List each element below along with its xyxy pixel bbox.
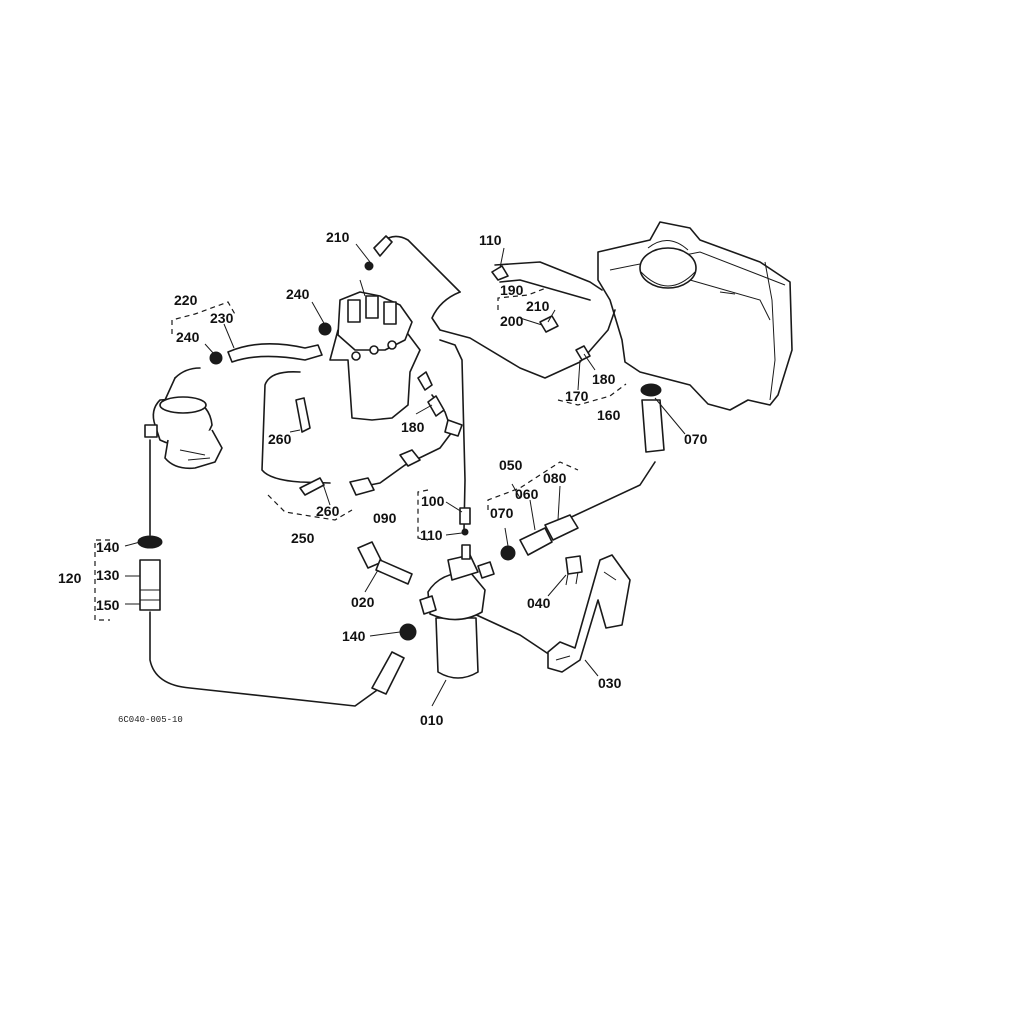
injection-pump: [329, 279, 421, 421]
callout-220: 220: [174, 292, 198, 308]
fuel-lines: [149, 235, 656, 707]
callout-180-left: 180: [401, 419, 425, 435]
callout-100: 100: [421, 493, 445, 509]
group-brackets: [94, 287, 627, 621]
callout-180-right: 180: [592, 371, 616, 387]
callout-140-upper: 140: [96, 539, 120, 555]
callout-260-lower: 260: [316, 503, 340, 519]
fuel-filter: [419, 544, 495, 679]
leader-lines: [124, 243, 686, 707]
fuel-feed-pump: [144, 396, 223, 470]
callout-190: 190: [500, 282, 524, 298]
callout-150: 150: [96, 597, 120, 613]
callout-020: 020: [351, 594, 375, 610]
callout-230: 230: [210, 310, 234, 326]
callout-090: 090: [373, 510, 397, 526]
callout-070-upper: 070: [684, 431, 708, 447]
callout-210-top: 210: [326, 229, 350, 245]
hose-clip: [318, 322, 332, 336]
callout-070-lower: 070: [490, 505, 514, 521]
callout-130: 130: [96, 567, 120, 583]
hose-clip: [209, 351, 223, 365]
callout-060: 060: [515, 486, 539, 502]
callout-labels: 010 020 030 040 050 060 070 070 080 090 …: [58, 229, 708, 728]
callout-240-left: 240: [176, 329, 200, 345]
callout-080: 080: [543, 470, 567, 486]
callout-010: 010: [420, 712, 444, 728]
callout-250: 250: [291, 530, 315, 546]
tank-filler-cap: [639, 247, 697, 289]
callout-110-lower: 110: [420, 527, 443, 543]
bracket-bolt: [565, 555, 583, 586]
callout-170: 170: [565, 388, 589, 404]
callout-040: 040: [527, 595, 551, 611]
fuel-tank: [597, 221, 793, 411]
callout-140-lower: 140: [342, 628, 366, 644]
filter-bracket: [547, 554, 631, 673]
callout-120: 120: [58, 570, 82, 586]
callout-240-top: 240: [286, 286, 310, 302]
hoses-fittings: [137, 235, 665, 695]
callout-200: 200: [500, 313, 524, 329]
callout-030: 030: [598, 675, 622, 691]
callout-160: 160: [597, 407, 621, 423]
banjo-bolt: [357, 541, 413, 585]
callout-260-upper: 260: [268, 431, 292, 447]
callout-210-right: 210: [526, 298, 550, 314]
drawing-code: 6C040-005-10: [118, 715, 183, 725]
callout-050: 050: [499, 457, 523, 473]
callout-110-upper: 110: [479, 232, 502, 248]
